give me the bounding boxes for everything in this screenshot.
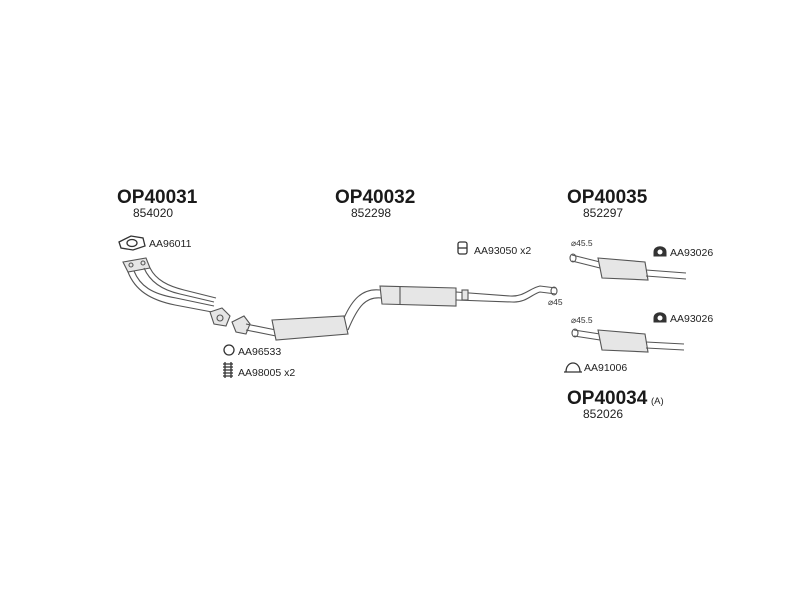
pipe-opening	[571, 328, 579, 338]
group-ref: 854020	[133, 206, 173, 220]
part-callout[interactable]: AA93026	[653, 246, 713, 259]
pipe-inlet	[571, 254, 601, 263]
flange-hole	[140, 260, 146, 266]
group-op40032[interactable]: OP40032 852298	[335, 187, 415, 220]
part-label[interactable]: AA93050 x2	[474, 245, 531, 257]
tail-pipe	[645, 341, 685, 345]
tail-pipe	[645, 269, 687, 274]
resonator-body	[271, 315, 349, 341]
rear-silencer-op40035-drawing[interactable]: ⌀45.5	[569, 238, 687, 281]
flange-hole	[128, 262, 134, 268]
pipe-branch	[149, 267, 217, 299]
tail-pipe	[645, 347, 685, 351]
outlet-flange	[209, 307, 231, 327]
group-ref: 852297	[583, 206, 623, 220]
group-code[interactable]: OP40031	[117, 187, 198, 208]
tail-pipe	[645, 275, 687, 280]
spring-icon	[223, 362, 233, 378]
part-callout[interactable]: AA91006	[564, 362, 627, 374]
group-op40034[interactable]: OP40034 (A) 852026	[567, 388, 664, 421]
hanger-icon	[457, 241, 468, 255]
rubber-mount-icon	[653, 312, 667, 323]
ring-icon	[223, 344, 235, 356]
flange-hole	[216, 314, 224, 322]
rear-silencer-op40034-drawing[interactable]: ⌀45.5	[571, 315, 685, 353]
gasket-icon	[118, 235, 146, 251]
pipe-segment	[455, 285, 557, 297]
hanger-bracket	[461, 289, 469, 301]
diameter-label: ⌀45.5	[571, 238, 593, 248]
part-callout[interactable]: AA93050 x2	[457, 241, 531, 257]
part-label[interactable]: AA91006	[584, 362, 627, 374]
group-op40031[interactable]: OP40031 854020	[117, 187, 198, 220]
silencer-body	[379, 285, 457, 307]
part-callout[interactable]: AA96011	[118, 235, 192, 251]
pipe-segment	[347, 297, 383, 331]
pipe-segment	[245, 323, 277, 331]
group-code[interactable]: OP40034	[567, 388, 648, 409]
pipe-branch	[143, 267, 215, 303]
front-pipe-drawing[interactable]	[122, 257, 231, 327]
manifold-flange	[122, 257, 151, 273]
silencer-body	[597, 257, 649, 281]
middle-section-drawing[interactable]: ⌀45	[231, 285, 563, 341]
pipe-segment	[455, 291, 557, 303]
pipe-segment	[245, 329, 277, 337]
group-code[interactable]: OP40032	[335, 187, 415, 208]
pipe-branch	[133, 270, 215, 307]
pipe-inlet	[573, 329, 601, 335]
group-ref: 852026	[583, 407, 623, 421]
pipe-inlet	[571, 260, 601, 269]
part-label[interactable]: AA93026	[670, 313, 713, 325]
pipe-inlet	[573, 335, 601, 341]
part-callout[interactable]: AA98005 x2	[223, 362, 295, 379]
diameter-label: ⌀45.5	[571, 315, 593, 325]
part-label[interactable]: AA98005 x2	[238, 367, 295, 379]
group-ref: 852298	[351, 206, 391, 220]
group-suffix: (A)	[651, 396, 664, 407]
clamp-icon	[564, 362, 582, 373]
part-callout[interactable]: AA96533	[223, 344, 281, 358]
pipe-segment	[343, 289, 381, 319]
part-callout[interactable]: AA93026	[653, 312, 713, 325]
diameter-label: ⌀45	[548, 297, 563, 307]
pipe-opening	[569, 253, 577, 263]
pipe-outlet	[550, 286, 558, 296]
group-op40035[interactable]: OP40035 852297	[567, 187, 648, 220]
part-label[interactable]: AA96533	[238, 346, 281, 358]
inlet-flange	[231, 315, 251, 335]
silencer-body	[597, 329, 649, 353]
rubber-mount-icon	[653, 246, 667, 257]
pipe-branch	[127, 271, 213, 313]
part-label[interactable]: AA93026	[670, 247, 713, 259]
part-label[interactable]: AA96011	[149, 238, 192, 250]
group-code[interactable]: OP40035	[567, 187, 648, 208]
